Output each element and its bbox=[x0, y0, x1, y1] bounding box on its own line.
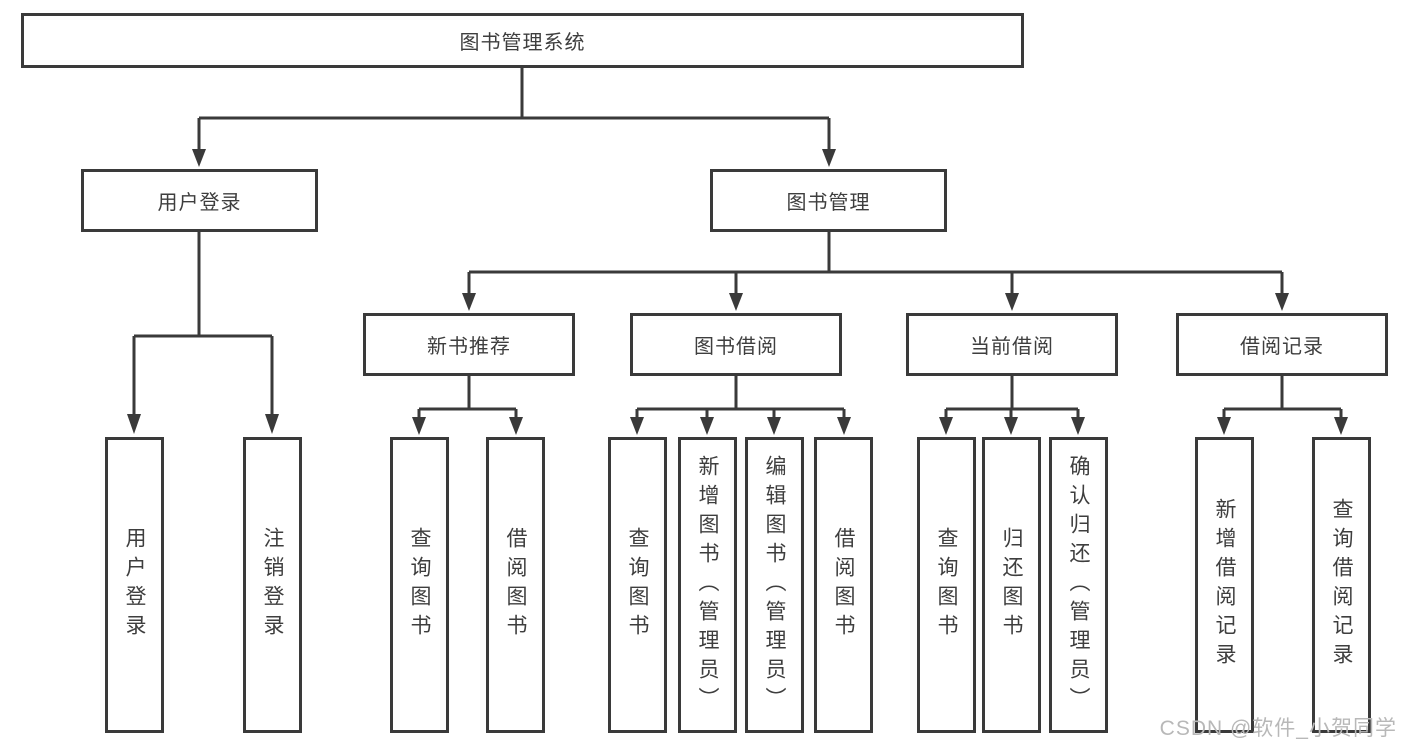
node-borrow-records: 借阅记录 bbox=[1176, 313, 1388, 376]
leaf-user-login: 用户登录 bbox=[105, 437, 164, 733]
leaf-logout: 注销登录 bbox=[243, 437, 302, 733]
leaf-query-borrow-record: 查询借阅记录 bbox=[1312, 437, 1371, 733]
leaf-edit-books-admin: 编辑图书（管理员） bbox=[745, 437, 804, 733]
leaf-query-books-recommend: 查询图书 bbox=[390, 437, 449, 733]
leaf-borrow-books: 借阅图书 bbox=[814, 437, 873, 733]
node-current-borrow: 当前借阅 bbox=[906, 313, 1118, 376]
leaf-confirm-return-admin: 确认归还（管理员） bbox=[1049, 437, 1108, 733]
watermark: CSDN @软件_小贺同学 bbox=[1159, 717, 1397, 740]
leaf-query-books-borrow: 查询图书 bbox=[608, 437, 667, 733]
leaf-add-books-admin: 新增图书（管理员） bbox=[678, 437, 737, 733]
node-library-management-system: 图书管理系统 bbox=[21, 13, 1024, 68]
leaf-borrow-books-recommend: 借阅图书 bbox=[486, 437, 545, 733]
leaf-add-borrow-record: 新增借阅记录 bbox=[1195, 437, 1254, 733]
node-book-borrow: 图书借阅 bbox=[630, 313, 842, 376]
node-new-book-recommend: 新书推荐 bbox=[363, 313, 575, 376]
node-user-login: 用户登录 bbox=[81, 169, 318, 232]
leaf-return-books: 归还图书 bbox=[982, 437, 1041, 733]
leaf-query-books-current: 查询图书 bbox=[917, 437, 976, 733]
node-book-management: 图书管理 bbox=[710, 169, 947, 232]
